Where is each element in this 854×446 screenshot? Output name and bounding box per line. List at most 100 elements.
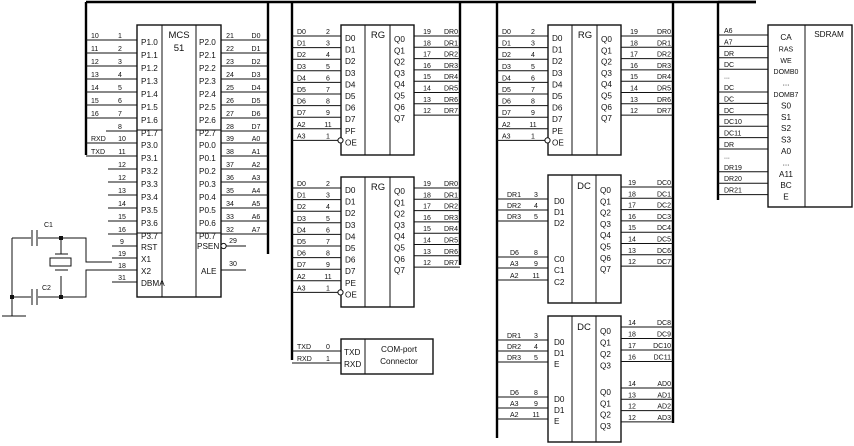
dec1-control-net-label: A2 — [510, 273, 519, 280]
sdram-pin-label: WE — [780, 58, 792, 65]
dec2-input-pin-label: E — [554, 360, 560, 369]
mcu-p0-pin-number: 36 — [226, 175, 234, 182]
mcu-p2-pin-label: P2.2 — [199, 64, 216, 73]
reg3-input-net-label: D6 — [502, 99, 511, 106]
reg2-output-pin-number: 12 — [423, 260, 431, 267]
reg1-output-pin-number: 19 — [423, 29, 431, 36]
com-pin-number: 0 — [326, 344, 330, 351]
mcu-p0-pin-number: 37 — [226, 162, 234, 169]
reg3-input-net-label: D2 — [502, 52, 511, 59]
mcu-p2-pin-label: P2.3 — [199, 77, 216, 86]
reg2-input-pin-label: D2 — [345, 209, 356, 218]
reg3-output-pin-label: Q0 — [601, 35, 612, 44]
mcu-p0-pin-label: P0.3 — [199, 180, 216, 189]
reg2-input-pin-number: 2 — [326, 181, 330, 188]
mcu-p2-net-label: D4 — [252, 85, 261, 92]
mcu-p3-net-label: RXD — [91, 136, 106, 143]
reg2-output-pin-number: 14 — [423, 238, 431, 245]
reg1-output-net-label: DR3 — [444, 63, 458, 70]
reg2-input-net-label: D5 — [297, 239, 306, 246]
reg3-input-pin-label: D0 — [552, 34, 563, 43]
sdram-pin-label: A0 — [781, 147, 791, 156]
mcu-p3-net-label: TXD — [91, 149, 105, 156]
mcu-p0-pin-label: P0.2 — [199, 167, 216, 176]
mcu-p0-net-label: A7 — [252, 227, 261, 234]
com-net-label: TXD — [297, 344, 311, 351]
mcu-p2-pin-label: P2.0 — [199, 38, 216, 47]
dec1-output-pin-number: 18 — [628, 191, 636, 198]
inverted-input-icon — [337, 289, 344, 296]
reg1-output-net-label: DR1 — [444, 40, 458, 47]
capacitor-c1-label: C1 — [44, 222, 53, 229]
reg3-input-pin-number: 6 — [531, 75, 535, 82]
mcu-p2-pin-number: 25 — [226, 85, 234, 92]
dec1-control-pin-label: C1 — [554, 266, 565, 275]
reg2-output-net-label: DR5 — [444, 238, 458, 245]
dec1-output-net-label: DC3 — [657, 214, 671, 221]
dec2-control-net-label: A3 — [510, 401, 519, 408]
reg1-input-net-label: D2 — [297, 52, 306, 59]
dec2-output-net-label: AD0 — [657, 381, 671, 388]
mcu-p3-pin-label: P3.2 — [141, 167, 158, 176]
reg3-input-pin-number: 9 — [531, 110, 535, 117]
reg2-body — [340, 176, 415, 308]
mcu-p3-pin-number: 12 — [118, 162, 126, 169]
main-bus — [84, 0, 756, 438]
mcu-p2-net-label: D6 — [252, 111, 261, 118]
reg2-output-net-label: DR1 — [444, 192, 458, 199]
mcu-p1-pin-number: 8 — [118, 124, 122, 131]
reg3-input-net-label: D3 — [502, 64, 511, 71]
mcu-p3-pin-number: 13 — [118, 188, 126, 195]
reg2-input-pin-label: D6 — [345, 256, 356, 265]
mcu-p2-net-label: D1 — [252, 46, 261, 53]
dec1-body — [547, 174, 622, 304]
dec1-output-pin-number: 19 — [628, 180, 636, 187]
reg1-input-net-label: D5 — [297, 87, 306, 94]
reg1-input-pin-number: 1 — [326, 133, 330, 140]
reg2-output-pin-label: Q3 — [394, 221, 405, 230]
mcu-p0-pin-number: 39 — [226, 136, 234, 143]
mcu-p0-net-label: A0 — [252, 136, 261, 143]
reg1-input-net-label: D3 — [297, 64, 306, 71]
mcu-ctrl-pin-label: X1 — [141, 255, 151, 264]
reg1-input-pin-label: D3 — [345, 69, 356, 78]
reg2-input-net-label: D2 — [297, 204, 306, 211]
mcu-p0-pin-number: 35 — [226, 188, 234, 195]
mcu-p1-pin-label: P1.0 — [141, 38, 158, 47]
mcu-body — [136, 24, 222, 298]
inverted-input-icon — [337, 137, 344, 144]
dec1-output-net-label: DC4 — [657, 225, 671, 232]
sdram-input-net-label: DC — [724, 96, 734, 103]
mcu-ctrl-pin-number: 19 — [118, 251, 126, 258]
reg1-input-net-label: D7 — [297, 110, 306, 117]
reg3-input-net-label: D5 — [502, 87, 511, 94]
reg2-input-pin-number: 7 — [326, 239, 330, 246]
reg2-input-pin-label: D1 — [345, 198, 356, 207]
reg2-output-pin-number: 15 — [423, 226, 431, 233]
reg1-output-net-label: DR2 — [444, 52, 458, 59]
reg3-input-pin-label: PE — [552, 127, 563, 136]
reg3-output-pin-label: Q3 — [601, 69, 612, 78]
dec2-output-pin-number: 14 — [628, 381, 636, 388]
reg3-output-net-label: DR1 — [657, 40, 671, 47]
reg1-input-pin-label: D6 — [345, 104, 356, 113]
dec1-output-pin-number: 13 — [628, 248, 636, 255]
reg1-output-pin-label: Q0 — [394, 35, 405, 44]
reg3-input-pin-label: D7 — [552, 115, 563, 124]
reg1-output-pin-number: 12 — [423, 108, 431, 115]
junction-dot — [59, 236, 63, 240]
mcu-p0-pin-label: P0.1 — [199, 154, 216, 163]
dec2-output-net-label: DC9 — [657, 332, 671, 339]
reg2-input-pin-label: D4 — [345, 232, 356, 241]
mcu-p2-pin-number: 28 — [226, 124, 234, 131]
dec2-output-pin-number: 12 — [628, 415, 636, 422]
reg2-output-pin-label: Q4 — [394, 232, 405, 241]
reg1-output-pin-label: Q5 — [394, 92, 405, 101]
reg1-output-pin-label: Q6 — [394, 103, 405, 112]
dec2-output-pin-number: 18 — [628, 332, 636, 339]
dec2-input-pin-label: D0 — [554, 338, 565, 347]
dec2-output-pin-label: Q3 — [600, 362, 611, 371]
